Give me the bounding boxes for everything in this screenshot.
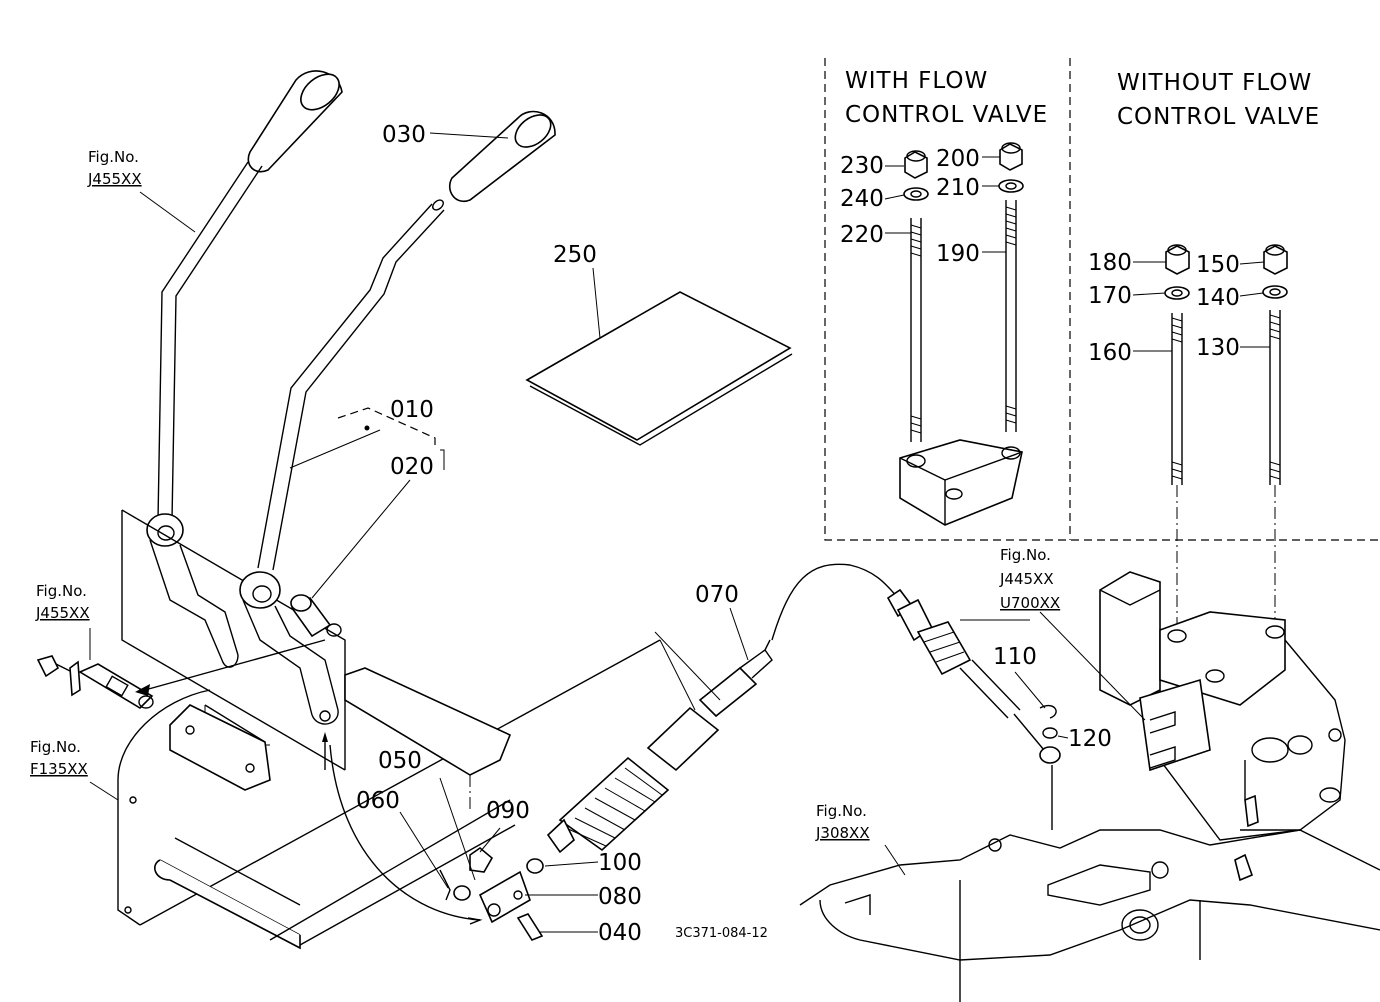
fig-ref-code: U700XX <box>1000 594 1060 612</box>
lever-assembly-010 <box>239 110 556 725</box>
part-label: 190 <box>936 241 980 267</box>
part-label: 160 <box>1088 340 1132 366</box>
part-label: 140 <box>1196 285 1240 311</box>
part-label: 070 <box>695 582 739 608</box>
fig-ref-prefix: Fig.No. <box>816 802 867 820</box>
fig-ref-code: J455XX <box>35 604 90 622</box>
part-label: 030 <box>382 122 426 148</box>
part-label: 150 <box>1196 252 1240 278</box>
cable-end-hardware <box>439 846 544 941</box>
part-numbers: 030 250 010 020 070 050 060 090 100 080 … <box>356 122 1240 946</box>
header-without-flow-2: CONTROL VALVE <box>1117 104 1320 130</box>
fig-ref-prefix: Fig.No. <box>88 148 139 166</box>
part-label: 210 <box>936 175 980 201</box>
part-label: 120 <box>1068 726 1112 752</box>
part-label: 020 <box>390 454 434 480</box>
without-flow-parts <box>1164 244 1288 630</box>
part-label: 100 <box>598 850 642 876</box>
part-label: 250 <box>553 242 597 268</box>
part-label: 080 <box>598 884 642 910</box>
fig-ref-code: J445XX <box>999 570 1054 588</box>
control-valve-block <box>1099 571 1346 882</box>
fig-ref-prefix: Fig.No. <box>36 582 87 600</box>
fig-ref-code: J455XX <box>87 170 142 188</box>
figure-references: Fig.No. J455XX Fig.No. J455XX Fig.No. F1… <box>30 148 1060 842</box>
part-label: 010 <box>390 397 434 423</box>
with-flow-parts <box>899 142 1024 526</box>
part-label: 220 <box>840 222 884 248</box>
fig-ref-code: F135XX <box>30 760 88 778</box>
header-with-flow-1: WITH FLOW <box>845 68 988 94</box>
fig-ref-prefix: Fig.No. <box>30 738 81 756</box>
panel-headers: WITH FLOW CONTROL VALVE WITHOUT FLOW CON… <box>845 68 1320 130</box>
transmission-housing <box>799 829 1380 1002</box>
part-label: 240 <box>840 186 884 212</box>
drawing-code: 3C371-084-12 <box>675 926 768 941</box>
header-with-flow-2: CONTROL VALVE <box>845 102 1048 128</box>
part-label: 230 <box>840 153 884 179</box>
control-cable <box>329 563 1061 925</box>
part-label: 050 <box>378 748 422 774</box>
part-label: 040 <box>598 920 642 946</box>
part-label: 200 <box>936 146 980 172</box>
part-label: 090 <box>486 798 530 824</box>
fig-ref-prefix: Fig.No. <box>1000 546 1051 564</box>
reference-lever <box>146 70 343 668</box>
lever-bracket-plate <box>121 509 346 791</box>
part-label: 130 <box>1196 335 1240 361</box>
leader-lines <box>89 132 1270 933</box>
valve-option-frames <box>824 58 1380 541</box>
part-label: 060 <box>356 788 400 814</box>
part-label: 180 <box>1088 250 1132 276</box>
part-label: 170 <box>1088 283 1132 309</box>
frame-f135xx <box>117 639 661 950</box>
fig-ref-code: J308XX <box>815 824 870 842</box>
manual-booklet <box>525 291 793 446</box>
header-without-flow-1: WITHOUT FLOW <box>1117 70 1312 96</box>
part-label: 110 <box>993 644 1037 670</box>
pivot-pin <box>36 639 328 770</box>
